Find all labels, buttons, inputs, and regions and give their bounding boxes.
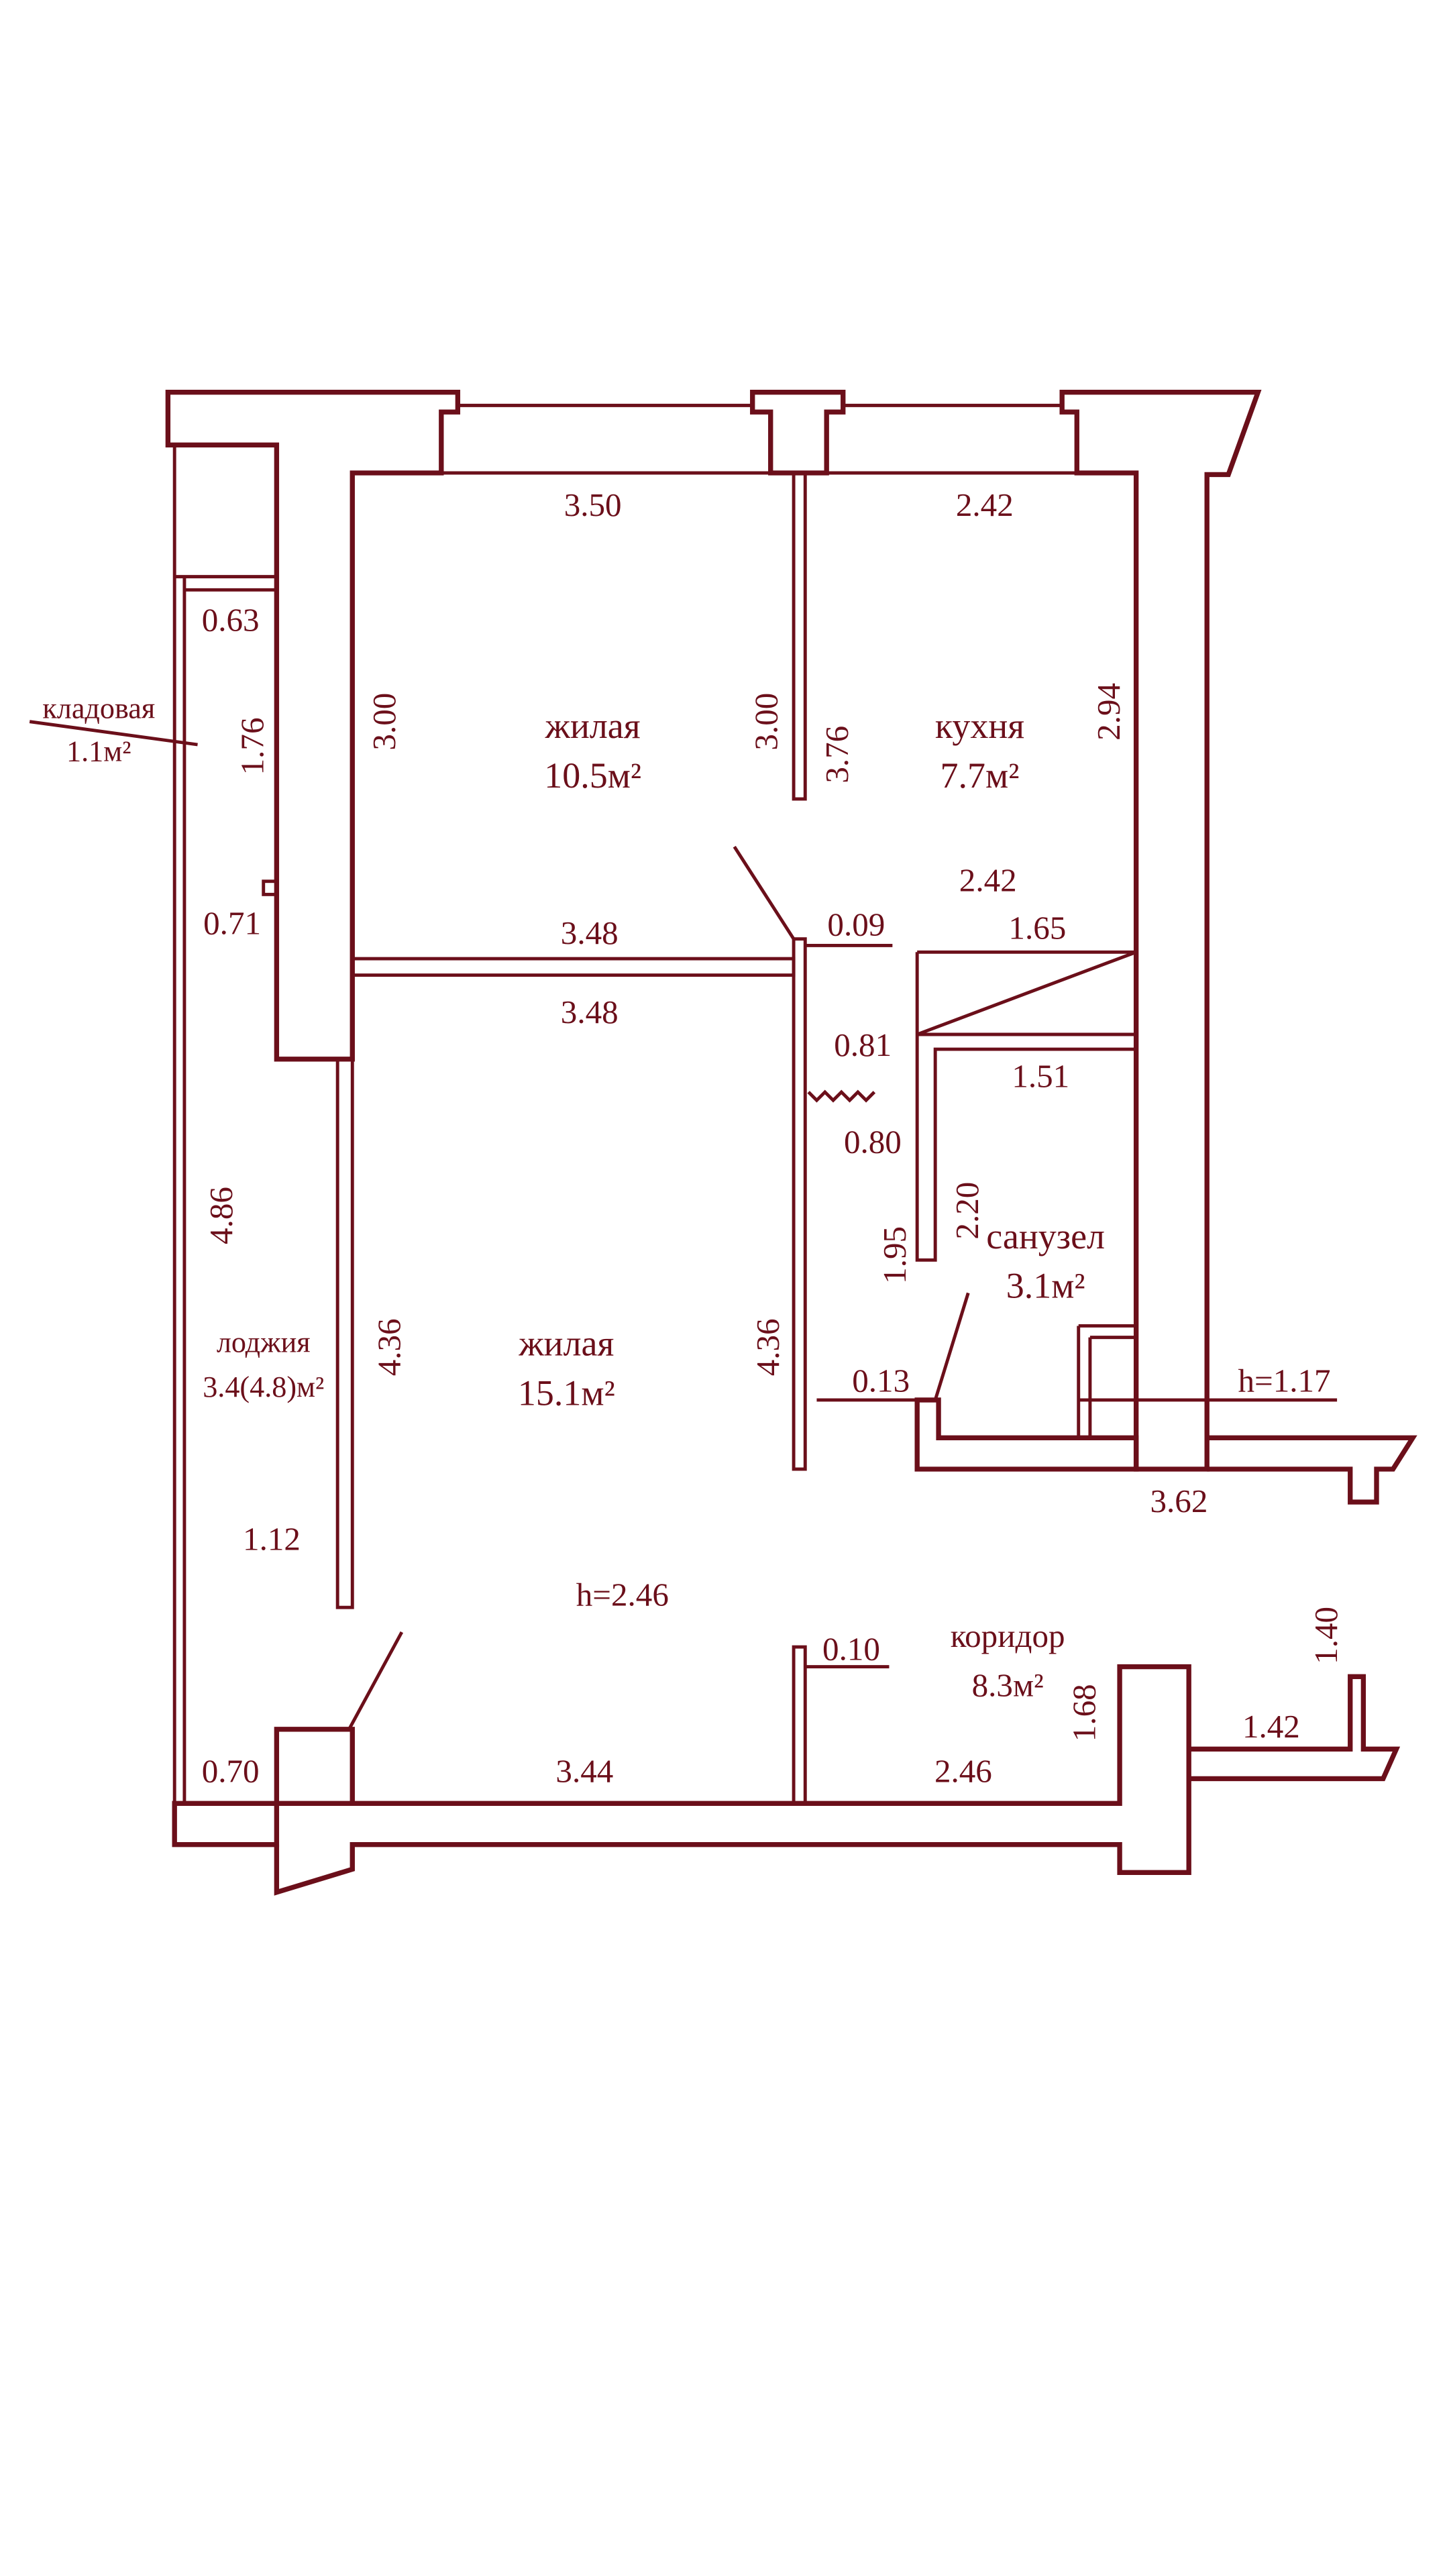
dim-348-bot: 3.48 xyxy=(561,994,619,1030)
dim-294: 2.94 xyxy=(1090,683,1127,741)
dims-horizontal: 3.50 2.42 2.42 0.63 0.71 3.48 3.48 0.09 … xyxy=(202,486,1300,1790)
walls xyxy=(165,390,1417,1896)
dim-350: 3.50 xyxy=(564,486,622,523)
dim-195: 1.95 xyxy=(876,1226,913,1284)
room-living2-name: жилая xyxy=(518,1324,614,1364)
dim-010: 0.10 xyxy=(822,1631,880,1668)
partition-rooms xyxy=(350,957,796,977)
room-loggia-name: лоджия xyxy=(217,1326,311,1359)
room-storage-name: кладовая xyxy=(42,692,155,725)
wall-corridor-right xyxy=(1189,1674,1401,1782)
room-kitchen-name: кухня xyxy=(935,706,1024,746)
room-corridor-name: коридор xyxy=(951,1617,1065,1654)
partition-loggia xyxy=(335,1057,354,1609)
dim-436-left: 4.36 xyxy=(370,1318,407,1376)
dim-300-mid: 3.00 xyxy=(748,693,785,751)
partitions xyxy=(29,403,1338,1805)
leader-storage xyxy=(29,720,198,747)
dim-140: 1.40 xyxy=(1307,1607,1344,1664)
dim-344: 3.44 xyxy=(555,1752,613,1789)
wall-bottom-main xyxy=(274,1664,1191,1896)
dim-013: 0.13 xyxy=(852,1362,910,1399)
dim-246: 2.46 xyxy=(934,1752,992,1789)
door-swing-3 xyxy=(933,1292,970,1401)
dim-436-right: 4.36 xyxy=(749,1318,786,1376)
wall-bath-bottom xyxy=(914,1397,1139,1472)
dim-176: 1.76 xyxy=(234,718,271,775)
dim-300-left: 3.00 xyxy=(366,693,402,751)
room-bathroom-name: санузел xyxy=(986,1216,1105,1256)
room-living1-area: 10.5м² xyxy=(544,755,641,796)
partition-living2 xyxy=(792,937,807,1471)
height-main: h=2.46 xyxy=(576,1576,669,1613)
door-swing-2 xyxy=(347,1631,404,1730)
dim-486: 4.86 xyxy=(203,1187,239,1244)
room-bathroom-area: 3.1м² xyxy=(1006,1266,1085,1306)
storage-door-marker xyxy=(262,879,278,896)
dim-151: 1.51 xyxy=(1012,1058,1069,1095)
dim-063: 0.63 xyxy=(202,602,260,639)
wall-top-right xyxy=(1059,390,1262,1472)
wall-right-ext xyxy=(1207,1435,1417,1505)
partition-corridor xyxy=(792,1645,807,1805)
dim-070: 0.70 xyxy=(202,1752,260,1789)
dim-142: 1.42 xyxy=(1242,1708,1300,1745)
room-loggia-area: 3.4(4.8)м² xyxy=(203,1371,324,1403)
dim-242-mid: 2.42 xyxy=(959,861,1017,898)
dim-080: 0.80 xyxy=(844,1124,902,1161)
room-living1-name: жилая xyxy=(545,706,641,746)
dim-348-top: 3.48 xyxy=(561,914,619,951)
dim-165: 1.65 xyxy=(1008,910,1066,947)
dim-376: 3.76 xyxy=(818,726,855,784)
dim-168: 1.68 xyxy=(1065,1684,1102,1741)
bath-appliance xyxy=(1077,1324,1136,1438)
dim-071: 0.71 xyxy=(203,904,261,941)
dim-242-top: 2.42 xyxy=(956,486,1014,523)
dim-220: 2.20 xyxy=(949,1182,985,1240)
partition-kitchen xyxy=(792,471,807,801)
dims-vertical: 3.00 3.00 3.76 2.94 1.76 2.20 1.95 4.86 … xyxy=(203,683,1344,1741)
room-corridor-area: 8.3м² xyxy=(972,1667,1044,1704)
bath-partition xyxy=(915,950,1137,1262)
door-swing-1 xyxy=(733,845,796,940)
height-bath: h=1.17 xyxy=(1238,1362,1330,1399)
wall-bottom xyxy=(172,1727,355,1847)
dim-009: 0.09 xyxy=(827,906,885,943)
room-living2-area: 15.1м² xyxy=(518,1373,615,1413)
wall-top-middle xyxy=(750,390,846,476)
room-storage-area: 1.1м² xyxy=(66,735,131,768)
dim-362: 3.62 xyxy=(1150,1483,1208,1519)
room-kitchen-area: 7.7м² xyxy=(941,755,1020,796)
dim-081: 0.81 xyxy=(834,1026,892,1063)
dim-112: 1.12 xyxy=(243,1520,301,1557)
zigzag xyxy=(807,1089,876,1103)
